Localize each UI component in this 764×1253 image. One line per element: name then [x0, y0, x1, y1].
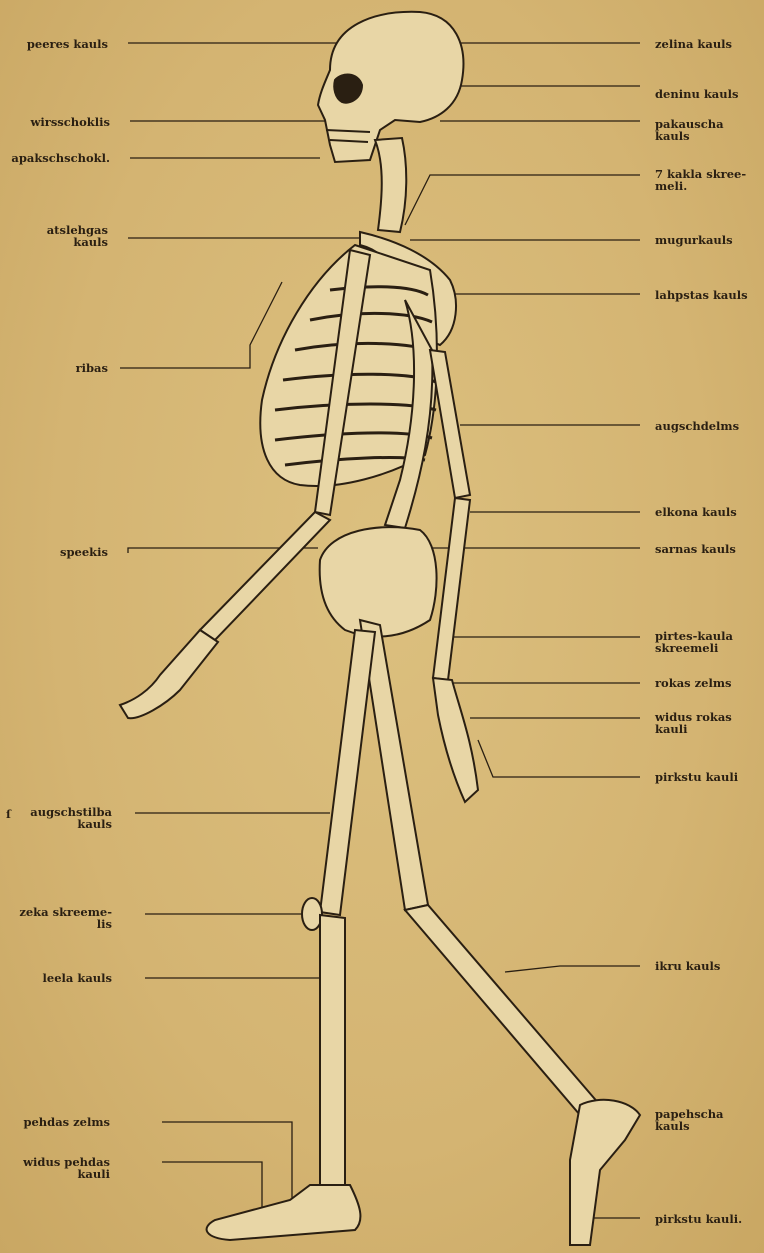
label-humerus: augschdelms — [655, 420, 739, 432]
label-skull-top: peeres kauls — [27, 38, 108, 50]
cervical-spine — [375, 138, 406, 232]
label-occiput: pakauscha kauls — [655, 118, 724, 142]
label-pelvis: sarnas kauls — [655, 543, 736, 555]
label-thigh: augschstilba kauls — [30, 806, 112, 830]
label-fibula: ikru kauls — [655, 960, 720, 972]
pelvis — [320, 527, 437, 636]
label-thigh-prefix: ſ — [6, 808, 11, 820]
label-heel: papehscha kauls — [655, 1108, 724, 1132]
leader-fibula — [505, 966, 640, 972]
label-lower-jaw: apakschschokl. — [11, 152, 110, 164]
label-shin: leela kauls — [43, 972, 112, 984]
leader-ribs — [120, 282, 282, 368]
label-wrist: rokas zelms — [655, 677, 732, 689]
humerus-back — [430, 350, 470, 498]
forearm-back — [433, 498, 470, 680]
label-ulna: speekis — [60, 546, 108, 558]
label-temporal: zelina kauls — [655, 38, 732, 50]
label-scapula: lahpstas kauls — [655, 289, 748, 301]
forearm-near — [200, 512, 330, 640]
label-neck: 7 kakla skree- meli. — [655, 168, 746, 192]
label-toes: pirkstu kauli. — [655, 1213, 742, 1225]
foot-front — [570, 1100, 640, 1245]
label-radius: elkona kauls — [655, 506, 737, 518]
hand-back — [433, 678, 478, 802]
shin-back — [320, 915, 345, 1185]
hand-near — [120, 630, 218, 718]
label-kneecap: zeka skreeme- lis — [19, 906, 112, 930]
label-spine: mugurkauls — [655, 234, 733, 246]
leader-tarsus — [162, 1122, 292, 1200]
label-fingers: pirkstu kauli — [655, 771, 738, 783]
foot-back — [207, 1185, 361, 1240]
leader-neck — [405, 175, 640, 225]
label-metacarpus: widus rokas kauli — [655, 711, 732, 735]
leader-fingers — [478, 740, 640, 777]
label-metatarsus: widus pehdas kauli — [23, 1156, 110, 1180]
label-tarsus: pehdas zelms — [23, 1116, 110, 1128]
label-sacrum: pirtes-kaula skreemeli — [655, 630, 733, 654]
label-ribs: ribas — [76, 362, 108, 374]
label-upper-jaw: wirsschoklis — [31, 116, 111, 128]
skeleton — [120, 12, 640, 1245]
label-temple: deninu kauls — [655, 88, 738, 100]
label-collarbone: atslehgas kauls — [47, 224, 108, 248]
shin-front — [405, 905, 600, 1115]
femur-back — [320, 630, 375, 915]
